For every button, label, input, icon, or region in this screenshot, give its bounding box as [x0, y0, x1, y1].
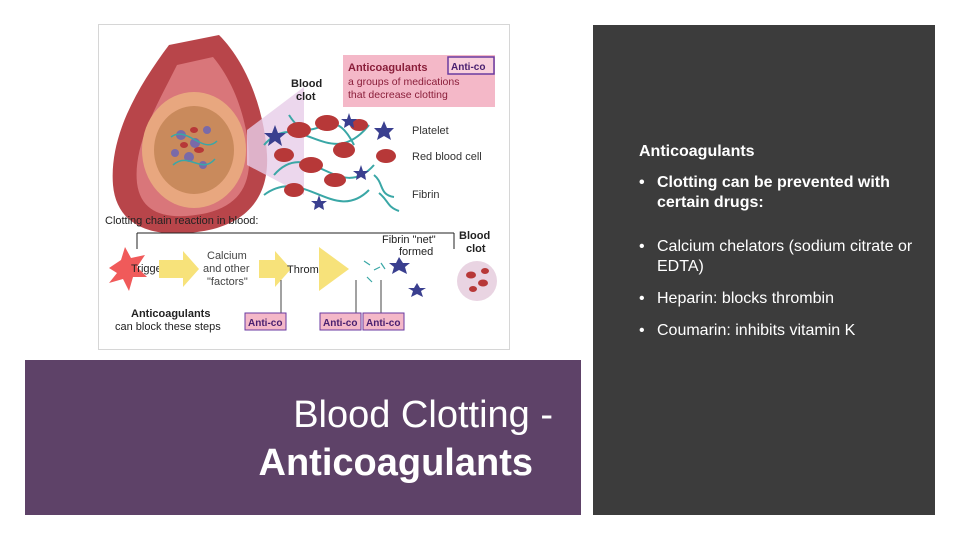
step-calcium-3: "factors"	[207, 276, 248, 288]
bullet-marker: •	[639, 238, 645, 255]
bullet-text: Heparin: blocks thrombin	[657, 290, 834, 307]
title-box: Blood Clotting - Anticoagulants	[25, 360, 581, 515]
block-badge-1: Anti-co	[248, 318, 282, 329]
bullet-item: • Heparin: blocks thrombin	[623, 289, 923, 309]
step-calcium-2: and other	[203, 263, 250, 275]
bullet-marker: •	[639, 322, 645, 339]
bullet-text: Clotting can be prevented with certain d…	[657, 174, 890, 211]
slide-title-line-1: Blood Clotting -	[293, 394, 553, 436]
slide-title-line-2: Anticoagulants	[258, 442, 533, 484]
bullet-marker: •	[639, 290, 645, 307]
final-clot-2: clot	[466, 243, 486, 255]
final-clot-1: Blood	[459, 230, 490, 242]
anticoagulants-callout: Anticoagulants Anti-co a groups of medic…	[343, 55, 495, 107]
legend-platelet: Platelet	[412, 125, 449, 137]
blood-clot-label-1: Blood	[291, 78, 322, 90]
bullet-item: • Clotting can be prevented with certain…	[623, 173, 923, 213]
fibrin-net-2: formed	[399, 246, 433, 258]
illustration-svg: Blood clot Anticoagulants Anti-co a grou…	[105, 35, 497, 333]
bullet-item: • Coumarin: inhibits vitamin K	[623, 321, 923, 341]
panel-heading: Anticoagulants	[639, 143, 755, 160]
bullet-list: • Clotting can be prevented with certain…	[623, 173, 923, 341]
bullet-text: Calcium chelators (sodium citrate or EDT…	[657, 238, 913, 275]
fibrin-fragments	[363, 260, 386, 283]
block-badge-3-bg	[362, 312, 405, 331]
fibrin-net-1: Fibrin "net"	[382, 234, 436, 246]
block-note-1: Anticoagulants	[131, 308, 210, 320]
callout-title: Anticoagulants	[348, 62, 427, 74]
step-calcium-1: Calcium	[207, 250, 247, 262]
block-badge-2: Anti-co	[323, 318, 357, 329]
red-blood-cell-icon	[376, 149, 396, 163]
arrow-2-icon	[259, 251, 291, 287]
chain-steps: Trigger Calcium and other "factors" Thro…	[109, 230, 497, 301]
zoomed-clot	[263, 113, 375, 210]
callout-line-2: that decrease clotting	[348, 89, 448, 101]
platelet-icon	[374, 121, 394, 140]
legend: Platelet Red blood cell Fibrin	[373, 121, 482, 212]
block-note-2: can block these steps	[115, 321, 221, 333]
block-badge-3: Anti-co	[366, 318, 400, 329]
blood-clot-label-2: clot	[296, 91, 316, 103]
final-clot-icon	[457, 261, 497, 301]
legend-rbc: Red blood cell	[412, 151, 482, 163]
bullet-marker: •	[639, 174, 645, 191]
trigger-burst-icon	[109, 247, 147, 291]
block-badge-2-bg	[319, 312, 362, 331]
bullet-item: • Calcium chelators (sodium citrate or E…	[623, 237, 923, 277]
arrow-3-icon	[319, 247, 349, 291]
callout-badge: Anti-co	[451, 62, 485, 73]
legend-fibrin: Fibrin	[412, 189, 440, 201]
step-trigger: Trigger	[131, 263, 166, 275]
callout-line-1: a groups of medications	[348, 76, 459, 88]
block-badge-1-bg	[244, 312, 287, 331]
content-panel: Anticoagulants • Clotting can be prevent…	[593, 25, 935, 515]
bullet-text: Coumarin: inhibits vitamin K	[657, 322, 856, 339]
arrow-1-icon	[159, 251, 199, 287]
fibrin-icon	[373, 174, 400, 212]
chain-heading: Clotting chain reaction in blood:	[105, 215, 258, 227]
anticoagulant-illustration: Blood clot Anticoagulants Anti-co a grou…	[98, 24, 510, 350]
artery-graphic	[112, 35, 268, 234]
